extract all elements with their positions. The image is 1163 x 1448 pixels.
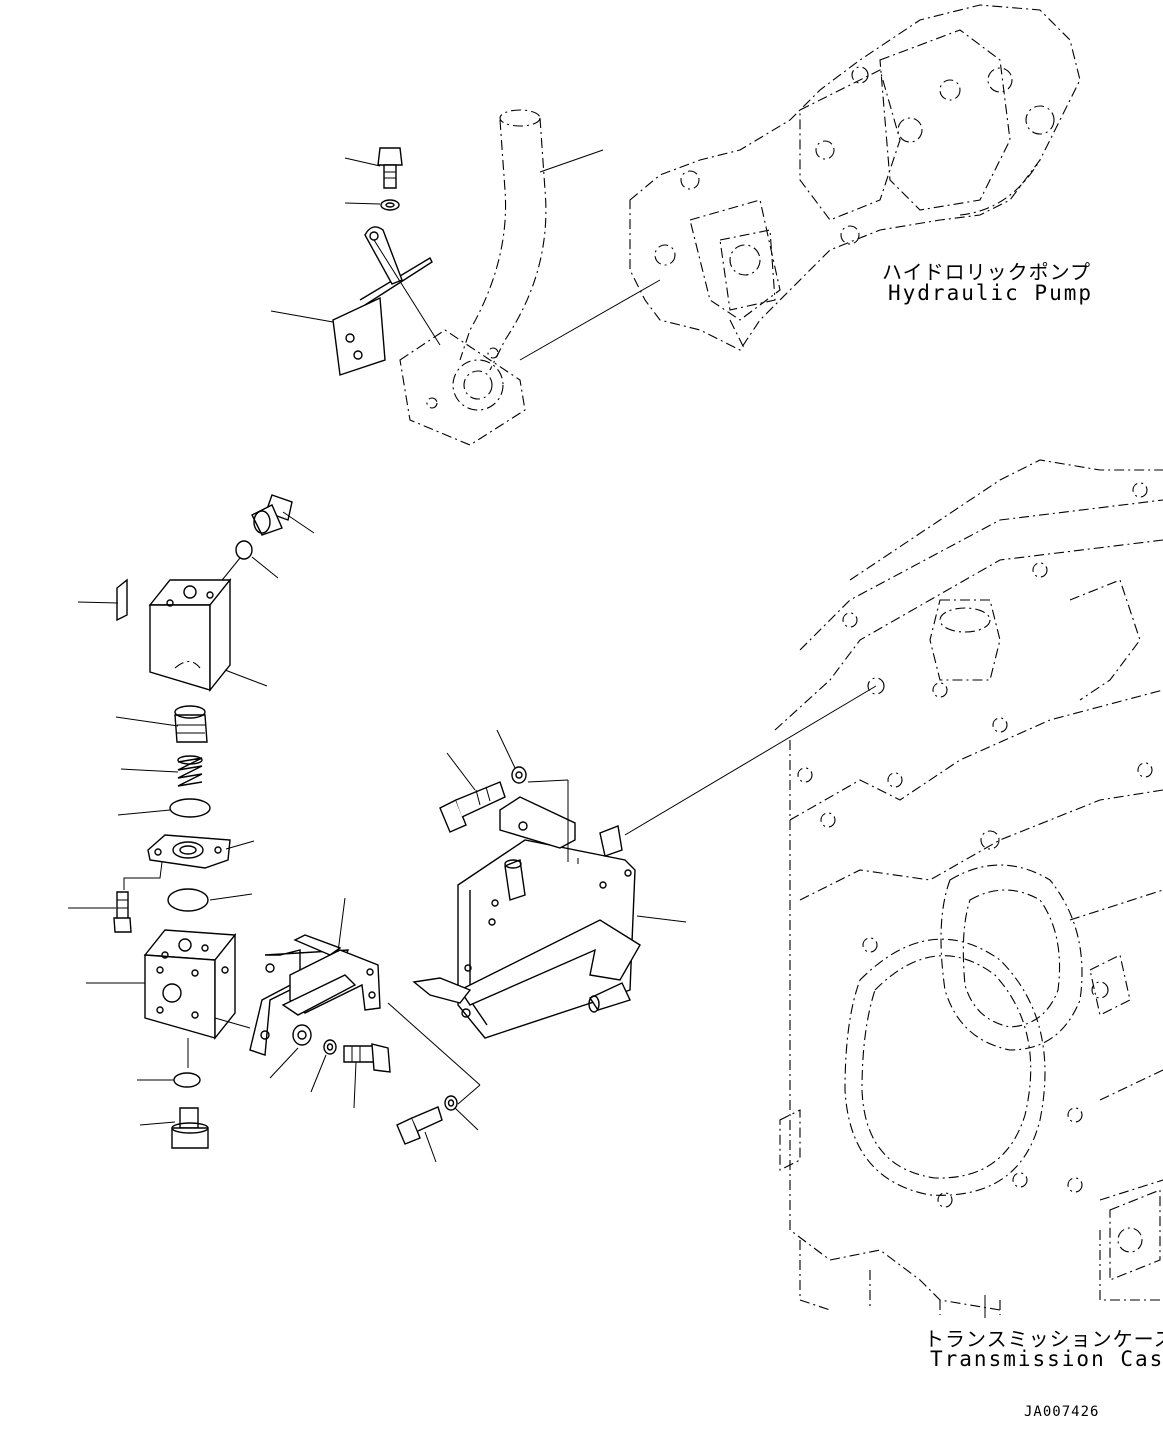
pump-label-en: Hydraulic Pump — [888, 281, 1094, 305]
pump-label-jp: ハイドロリックポンプ — [882, 260, 1091, 284]
transmission-label-jp: トランスミッションケース — [924, 1327, 1163, 1351]
bolt-bracket-upper — [440, 767, 526, 832]
bolt-valve-bracket — [344, 1044, 390, 1072]
valve-mount-bracket — [250, 935, 380, 1055]
valve-block-upper — [117, 580, 230, 690]
plug-lower — [172, 1108, 208, 1148]
o-ring-upper — [170, 799, 210, 817]
valve-block-lower — [145, 930, 250, 1068]
mounting-bracket — [414, 780, 640, 1038]
check-valve-plug — [175, 706, 207, 742]
transmission-label-en: Transmission Case — [930, 1347, 1163, 1371]
transmission-case — [625, 460, 1163, 1318]
drawing-code: JA007426 — [1024, 1404, 1100, 1420]
socket-bolt — [114, 892, 131, 932]
suction-pipe — [400, 110, 660, 445]
pipe-clamp-bracket — [333, 227, 440, 375]
leader-lines — [68, 150, 686, 1162]
bolt-bracket-lower — [388, 1003, 480, 1144]
flange-adapter — [124, 835, 230, 890]
spring — [178, 756, 202, 786]
o-ring-middle — [168, 889, 208, 911]
o-ring-lower — [174, 1073, 200, 1087]
hydraulic-pump-assembly — [630, 5, 1080, 350]
bolt-top — [378, 148, 402, 210]
